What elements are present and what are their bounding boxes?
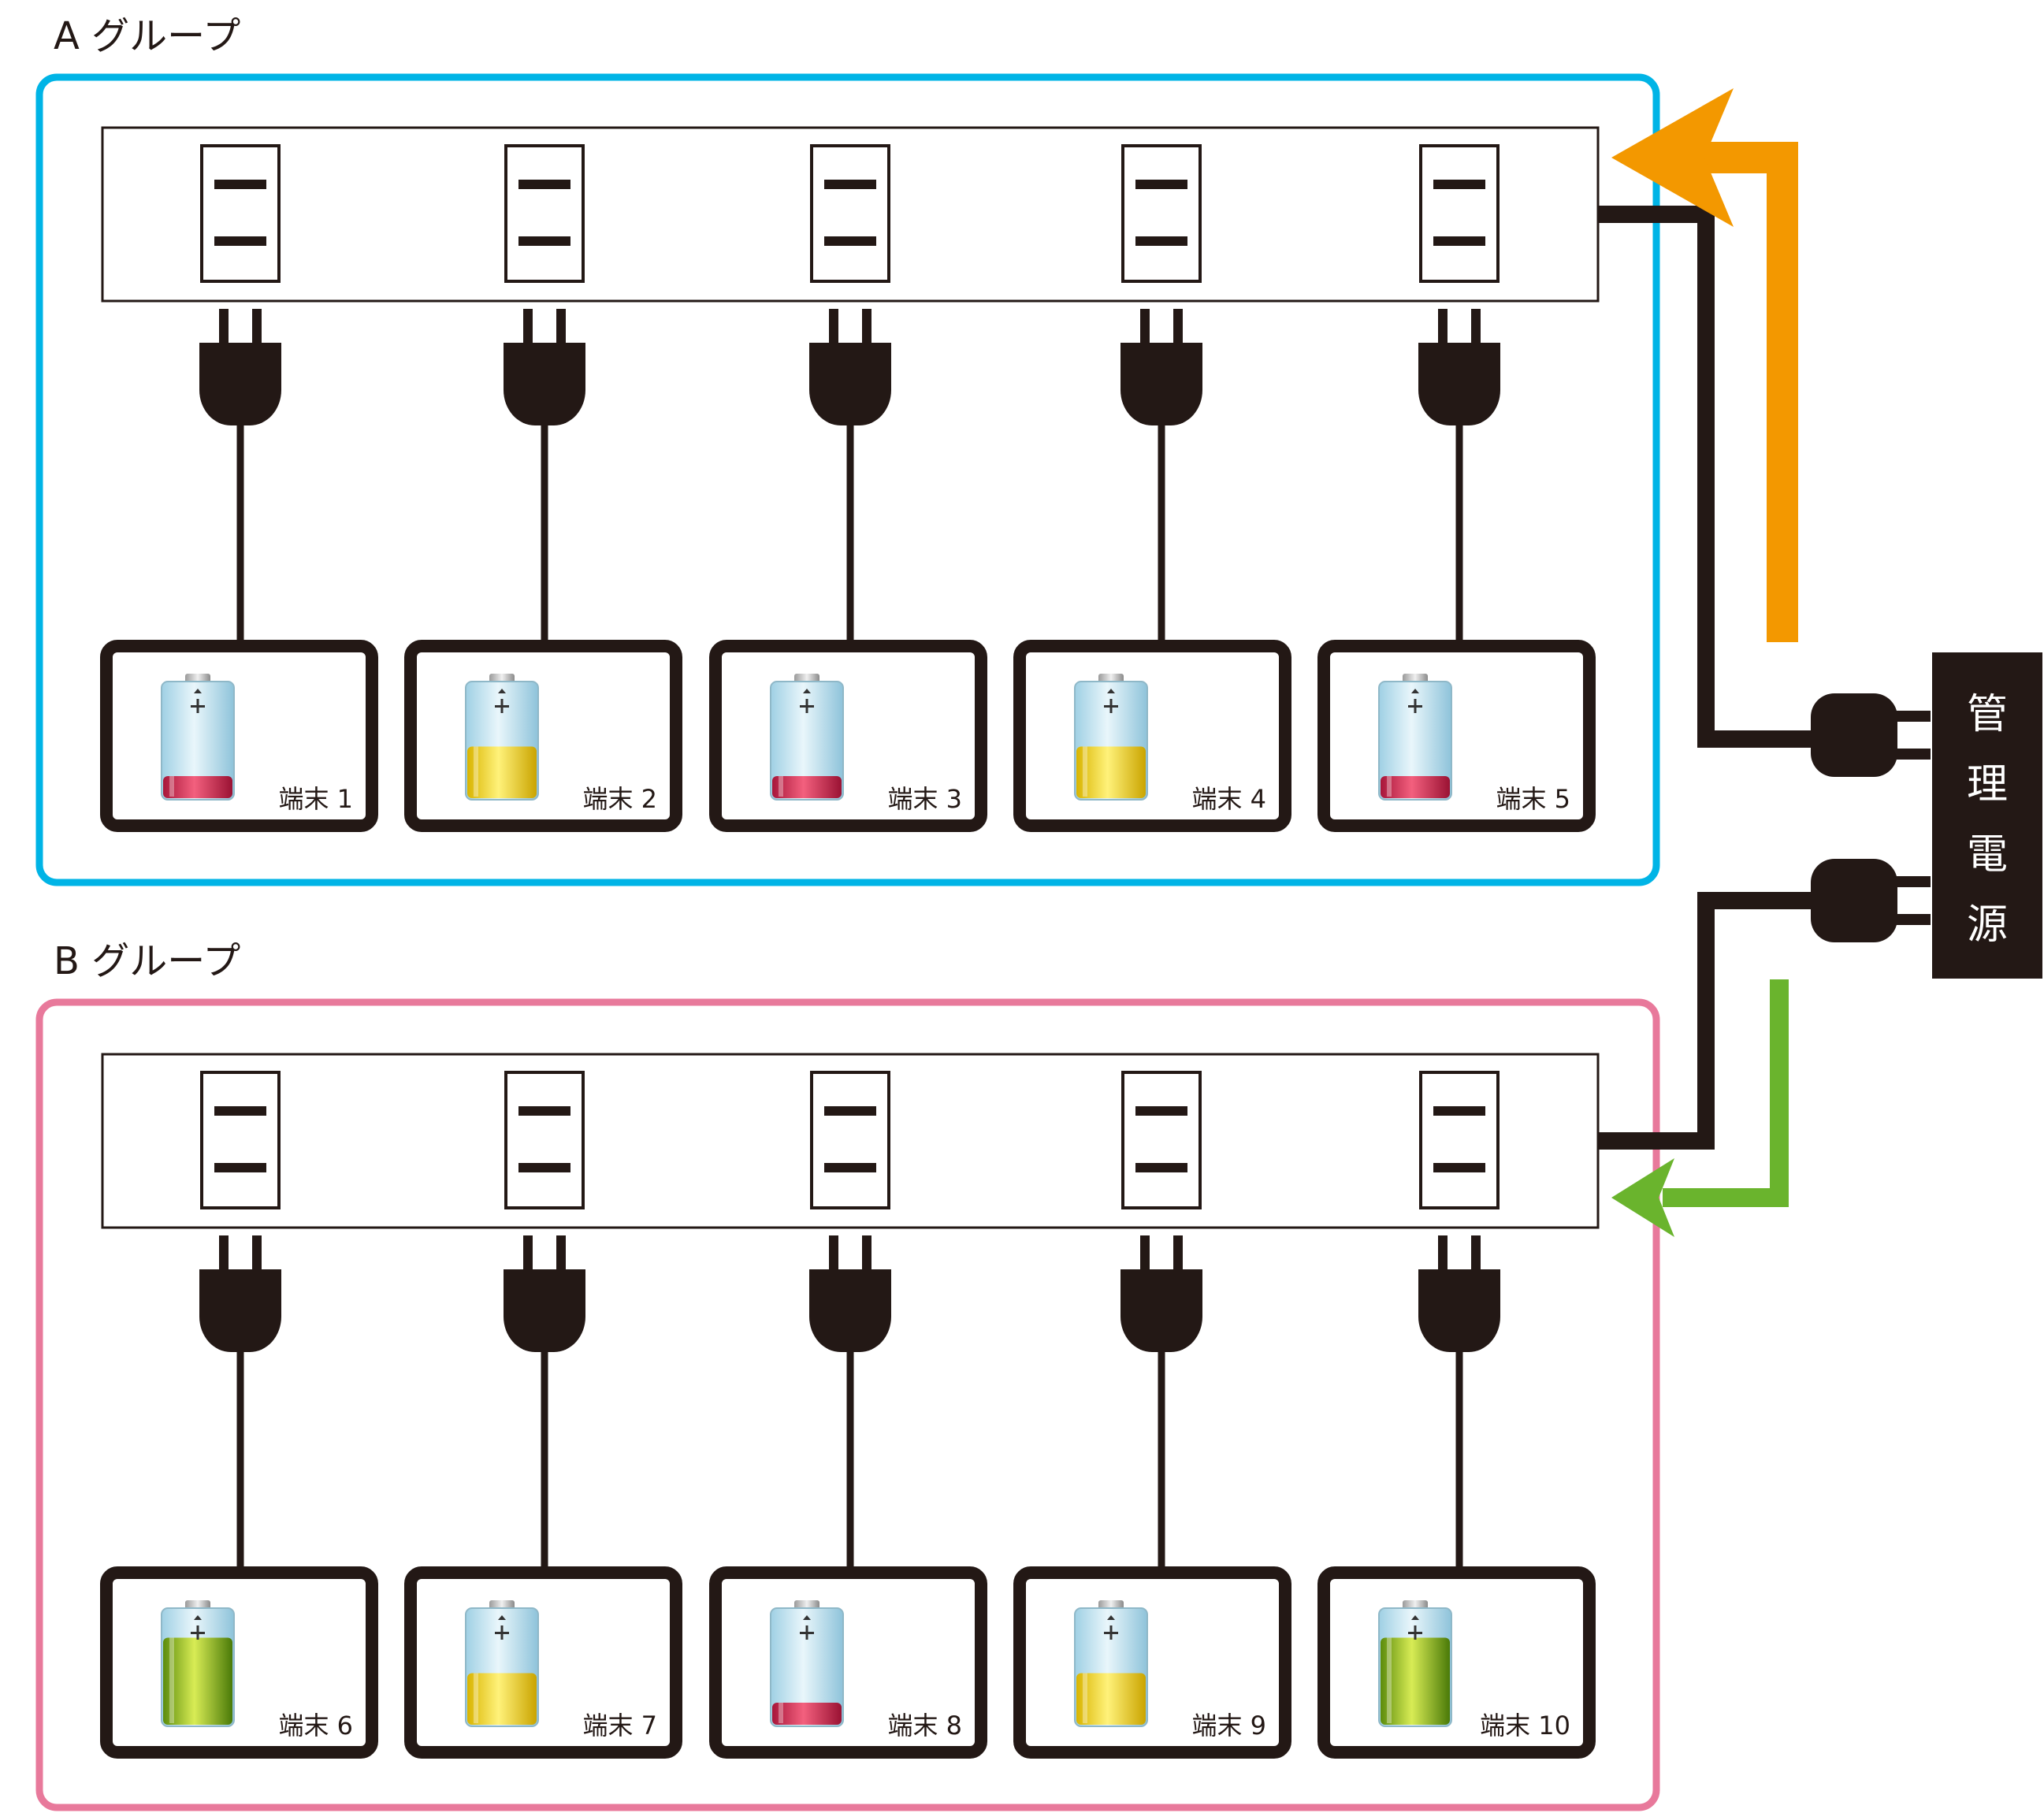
terminal-device: 端末 3	[709, 640, 987, 832]
terminal-device: 端末 9	[1013, 1566, 1291, 1759]
power-outlet	[810, 144, 890, 283]
group-a-border	[35, 73, 1660, 886]
supply-plug-a	[1811, 693, 1931, 777]
terminal-label: 端末 9	[1191, 1711, 1266, 1741]
power-plug	[1120, 1235, 1202, 1352]
power-plug	[809, 309, 891, 425]
battery-charge-level	[772, 776, 842, 798]
power-plug	[199, 1235, 281, 1352]
power-plug	[1418, 1235, 1500, 1352]
power-plug	[1418, 309, 1500, 425]
battery-icon	[161, 1600, 235, 1727]
battery-icon	[770, 674, 844, 801]
terminal-device: 端末 6	[100, 1566, 378, 1759]
battery-charge-level	[163, 776, 232, 798]
battery-charge-level	[1381, 776, 1450, 798]
power-outlet	[200, 1071, 281, 1209]
battery-charge-level	[1076, 746, 1146, 798]
power-supply-char-4: 源	[1967, 901, 2008, 949]
group-b-terminals: 端末 6 端末 7 端末 8 端末 9 端末 10	[100, 1566, 1596, 1759]
group-a: A グループ 端末 1 端末 2 端末 3 端末 4 端末 5	[35, 14, 1660, 886]
power-outlet	[810, 1071, 890, 1209]
power-supply-char-3: 電	[1967, 831, 2008, 879]
power-plug	[504, 1235, 585, 1352]
battery-icon	[770, 1600, 844, 1727]
battery-icon	[465, 674, 539, 801]
power-outlet	[1121, 1071, 1202, 1209]
terminal-device: 端末 4	[1013, 640, 1291, 832]
power-plug	[199, 309, 281, 425]
battery-charge-level	[163, 1637, 232, 1725]
battery-icon	[1378, 1600, 1452, 1727]
terminal-label: 端末 2	[582, 784, 657, 814]
power-plug	[1120, 309, 1202, 425]
power-plug	[504, 309, 585, 425]
terminal-device: 端末 8	[709, 1566, 987, 1759]
terminal-device: 端末 2	[404, 640, 682, 832]
power-outlet	[1121, 144, 1202, 283]
terminal-label: 端末 10	[1480, 1711, 1570, 1741]
power-supply-box	[1932, 652, 2042, 979]
terminal-device: 端末 5	[1317, 640, 1596, 832]
battery-charge-level	[1381, 1637, 1450, 1725]
terminal-label: 端末 3	[887, 784, 962, 814]
group-a-terminals: 端末 1 端末 2 端末 3 端末 4 端末 5	[100, 640, 1596, 832]
terminal-device: 端末 7	[404, 1566, 682, 1759]
terminal-label: 端末 6	[278, 1711, 353, 1741]
terminal-label: 端末 4	[1191, 784, 1266, 814]
battery-charge-level	[772, 1703, 842, 1725]
battery-icon	[1074, 674, 1148, 801]
terminal-label: 端末 5	[1496, 784, 1570, 814]
group-a-supply-cable	[1598, 206, 1812, 748]
terminal-label: 端末 1	[278, 784, 353, 814]
terminal-device: 端末 10	[1317, 1566, 1596, 1759]
group-a-label: A グループ	[54, 14, 240, 58]
power-outlet	[504, 144, 585, 283]
group-b: B グループ 端末 6 端末 7 端末 8 端末 9 端末 10	[35, 939, 1660, 1811]
battery-charge-level	[467, 1673, 537, 1725]
battery-icon	[1074, 1600, 1148, 1727]
terminal-device: 端末 1	[100, 640, 378, 832]
battery-icon	[161, 674, 235, 801]
power-outlet	[504, 1071, 585, 1209]
group-a-power-strip	[101, 126, 1600, 646]
power-outlet	[200, 144, 281, 283]
terminal-label: 端末 7	[582, 1711, 657, 1741]
group-b-power-arrow	[1611, 979, 1789, 1237]
power-plug	[809, 1235, 891, 1352]
battery-charge-level	[1076, 1673, 1146, 1725]
power-supply-char-2: 理	[1967, 761, 2008, 808]
management-power-supply: 管 理 電 源	[1932, 652, 2042, 979]
group-b-label: B グループ	[54, 939, 240, 983]
battery-icon	[1378, 674, 1452, 801]
battery-icon	[465, 1600, 539, 1727]
group-a-power-arrow	[1611, 88, 1798, 642]
group-b-power-strip	[101, 1053, 1600, 1573]
group-b-supply-cable	[1598, 892, 1812, 1150]
group-b-border	[35, 998, 1660, 1811]
supply-plug-b	[1811, 859, 1931, 942]
power-outlet	[1419, 144, 1500, 283]
power-outlet	[1419, 1071, 1500, 1209]
terminal-label: 端末 8	[887, 1711, 962, 1741]
power-supply-char-1: 管	[1967, 691, 2008, 738]
battery-charge-level	[467, 746, 537, 798]
